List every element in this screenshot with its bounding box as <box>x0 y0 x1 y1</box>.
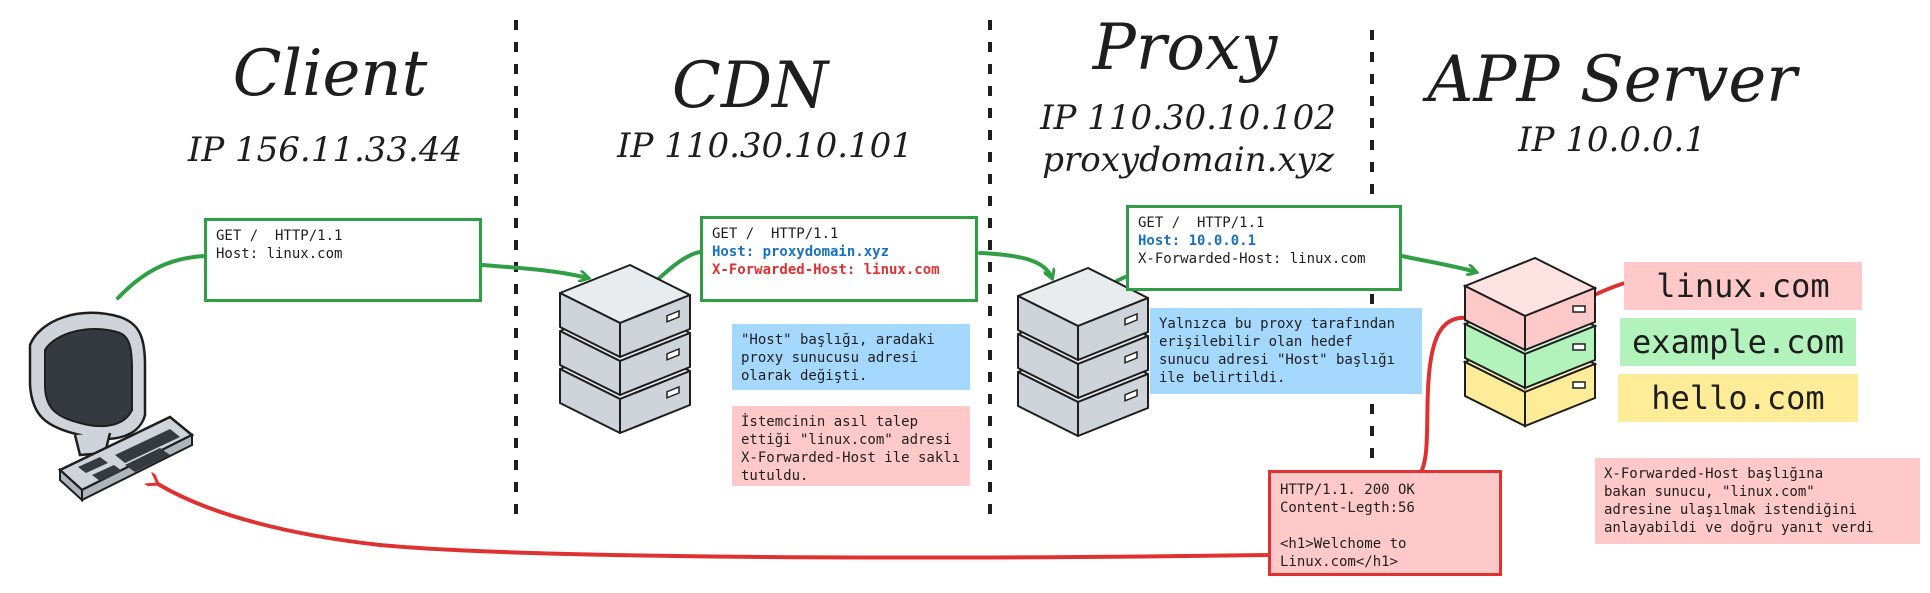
app-ip: IP 10.0.0.1 <box>1518 120 1706 160</box>
cdn-title: CDN <box>671 49 829 123</box>
proxy-request-line1: GET / HTTP/1.1 <box>1138 215 1265 231</box>
proxy-request-xfh: X-Forwarded-Host: linux.com <box>1138 251 1366 267</box>
response-arrow-to-client <box>158 484 1272 560</box>
client-ip: IP 156.11.33.44 <box>187 130 463 170</box>
response-box: HTTP/1.1. 200 OK Content-Legth:56 <h1>We… <box>1268 470 1502 576</box>
app-result-note: X-Forwarded-Host başlığına bakan sunucu,… <box>1595 458 1920 544</box>
client-request-line2: Host: linux.com <box>216 246 343 262</box>
cdn-host-note: "Host" başlığı, aradaki proxy sunucusu a… <box>732 324 970 390</box>
domain-hello: hello.com <box>1618 374 1858 422</box>
app-server-icon <box>1462 256 1598 428</box>
proxy-domain: proxydomain.xyz <box>1042 140 1334 180</box>
cdn-ip: IP 110.30.10.101 <box>617 126 913 166</box>
client-request-line1: GET / HTTP/1.1 <box>216 228 343 244</box>
app-title: APP Server <box>1427 43 1797 117</box>
cdn-request-line1: GET / HTTP/1.1 <box>712 226 839 242</box>
proxy-server-icon <box>1017 267 1149 437</box>
client-title: Client <box>232 37 428 111</box>
proxy-request-host: Host: 10.0.0.1 <box>1138 233 1257 249</box>
request-arrow-to-app <box>1400 254 1476 272</box>
request-arrow-to-cdn <box>480 263 588 278</box>
cdn-server-icon <box>559 264 691 434</box>
client-computer-icon <box>28 311 195 503</box>
domain-example: example.com <box>1620 318 1856 366</box>
proxy-ip: IP 110.30.10.102 <box>1040 98 1336 138</box>
request-arrow-to-proxy <box>978 251 1052 278</box>
proxy-title: Proxy <box>1092 11 1278 85</box>
cdn-xfh-note: İstemcinin asıl talep ettiği "linux.com"… <box>732 406 970 486</box>
proxy-host-note: Yalnızca bu proxy tarafından erişilebili… <box>1150 308 1422 394</box>
cdn-request-host: Host: proxydomain.xyz <box>712 244 890 260</box>
response-link-server <box>1416 315 1470 480</box>
domain-linux: linux.com <box>1624 262 1862 310</box>
request-arrow-client-box <box>116 254 207 300</box>
cdn-request-xfh: X-Forwarded-Host: linux.com <box>712 262 940 278</box>
